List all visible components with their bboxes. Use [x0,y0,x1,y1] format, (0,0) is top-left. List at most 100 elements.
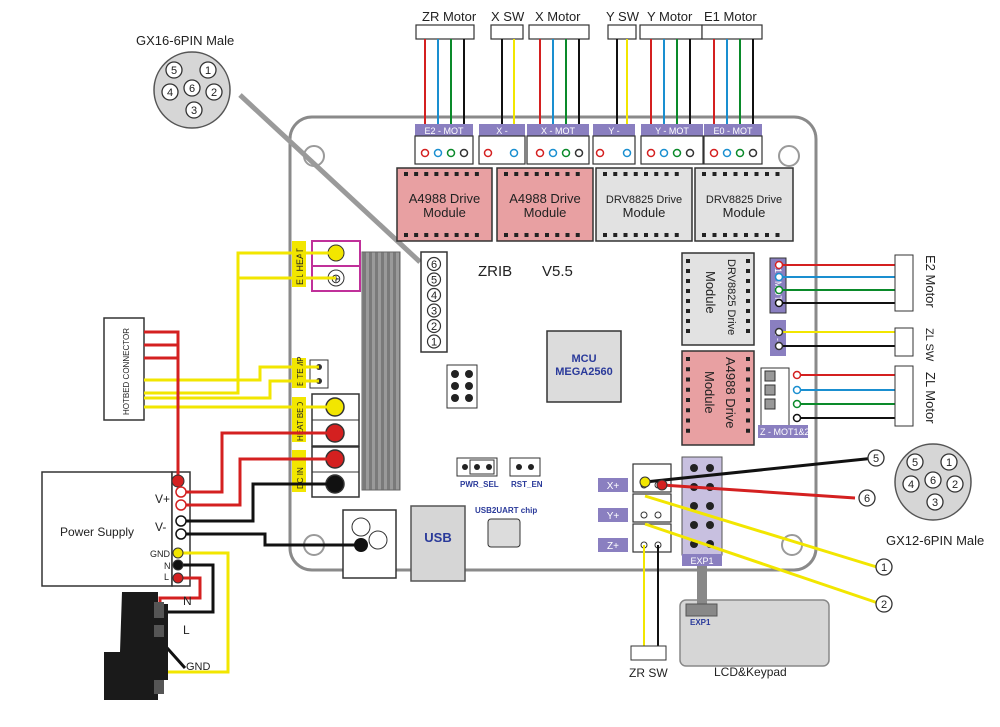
side-driver-pin [746,319,750,323]
side-driver-pin [746,259,750,263]
y-sw-plug [607,24,637,40]
dc-in-black-wire [182,482,335,523]
e1-mot-pin [774,298,784,308]
mains-socket-inner-2 [154,625,164,637]
gx-pin-label: 5 [171,65,177,77]
gx-pin-1 [906,453,924,471]
driver-pin-top [424,172,429,176]
dc-in-label: DC IN [296,467,305,489]
top-header-pin [685,148,695,158]
six-pin-header-pin [426,256,442,272]
top-header-label: E2 - MOT [424,126,464,136]
top-driver-label-2: Module [723,205,766,220]
driver-pin-bottom [454,233,459,237]
top-header-strip-4 [641,124,703,136]
six-pin-header-pin [426,334,442,349]
mains-socket [104,592,168,700]
top-header-pin [595,148,605,158]
exp1-pin [690,521,698,529]
gx16-pointer [238,93,422,264]
ps-terminal-red [171,474,185,488]
driver-pin-top [454,172,459,176]
callout-0 [867,449,885,467]
side-driver-pin [686,428,690,433]
driver-pin-top [434,172,439,176]
gnd-yellow-wire [156,551,230,674]
top-driver-2 [595,167,693,242]
callout-5-dot [639,476,651,488]
driver-pin-bottom [534,233,539,237]
hotbed-connector-label: HOTBED CONNECTOR [122,328,131,415]
side-driver-drv8825-line2: Module [703,271,718,314]
side-driver-a4988-line2: Module [702,371,717,414]
y-sw-label: Y SW [606,9,640,24]
gx-pin-3 [161,83,179,101]
top-header-strip-2 [527,124,589,136]
side-driver-pin [686,269,690,273]
usb2uart-label: USB2UART chip [475,506,537,515]
driver-pin-top [654,172,659,176]
driver-pin-bottom [754,233,759,237]
endstop-label: X+ [607,481,620,492]
top-header-label: E0 - MOT [713,126,753,136]
driver-pin-top [712,172,717,176]
endstop-label: Z+ [607,541,619,552]
top-driver-label-2: Module [423,205,466,220]
y-motor-label: Y Motor [647,9,693,24]
ps-terminal [175,486,187,498]
exp1-pin [706,464,714,472]
six-pin-header-label: 3 [431,306,437,318]
endstop-label-bg-2 [598,538,628,552]
driver-pin-top [674,172,679,176]
driver-pin-top [723,172,727,176]
barrel-black-wire [182,532,361,547]
gx-pin-label: 5 [912,457,918,469]
top-header-pin [561,148,571,158]
driver-pin-bottom [733,233,738,237]
mcu-label-2: MEGA2560 [555,366,612,378]
endstop-pin [640,511,648,519]
gx-pin-label: 4 [908,479,914,491]
driver-pin-bottom [712,233,717,237]
ps-v-plus: V+ [155,492,170,506]
z-mot-pin [792,385,802,395]
dc-in-red-wire [182,457,335,507]
side-driver-drv8825-line1: DRV8825 Drive [725,259,737,335]
driver-pin-top [744,172,748,176]
top-driver-label-1: DRV8825 Drive [706,194,782,206]
top-driver-label-1: A4988 Drive [409,191,481,206]
top-driver-0 [396,167,493,242]
z-pin [774,341,784,351]
side-driver-pin [746,357,750,361]
exp1-pin [706,502,714,510]
lcd-cable [697,566,707,606]
power-supply-terminals [171,474,187,584]
driver-pin-bottom [644,233,648,237]
callout-3 [875,595,893,613]
callout-1-wire [644,494,881,570]
driver-pin-top [444,172,449,176]
gx-pin-4 [924,471,942,489]
side-driver-pin [686,367,690,372]
top-header-strip-1 [479,124,525,136]
gx-pin-2 [940,453,958,471]
driver-pin-bottom [545,233,549,237]
gx-pin-label: 3 [191,105,197,117]
six-pin-header-pin [426,287,442,303]
side-driver-pin [686,289,690,293]
callout-label: 6 [864,493,870,505]
top-driver-label-1: DRV8825 Drive [606,194,682,206]
top-header-pin [574,148,584,158]
top-header-pin [446,148,456,158]
exp1-header [681,456,723,556]
barrel-jack-hole-2 [368,530,388,550]
gx-pin-label: 1 [205,65,211,77]
driver-pin-top [524,172,529,176]
top-header-pin [722,148,732,158]
x-sw-label: X SW [491,9,525,24]
top-header-pin [459,148,469,158]
driver-pin-top [575,172,580,176]
callout-2 [875,558,893,576]
board-version: V5.5 [542,263,573,280]
